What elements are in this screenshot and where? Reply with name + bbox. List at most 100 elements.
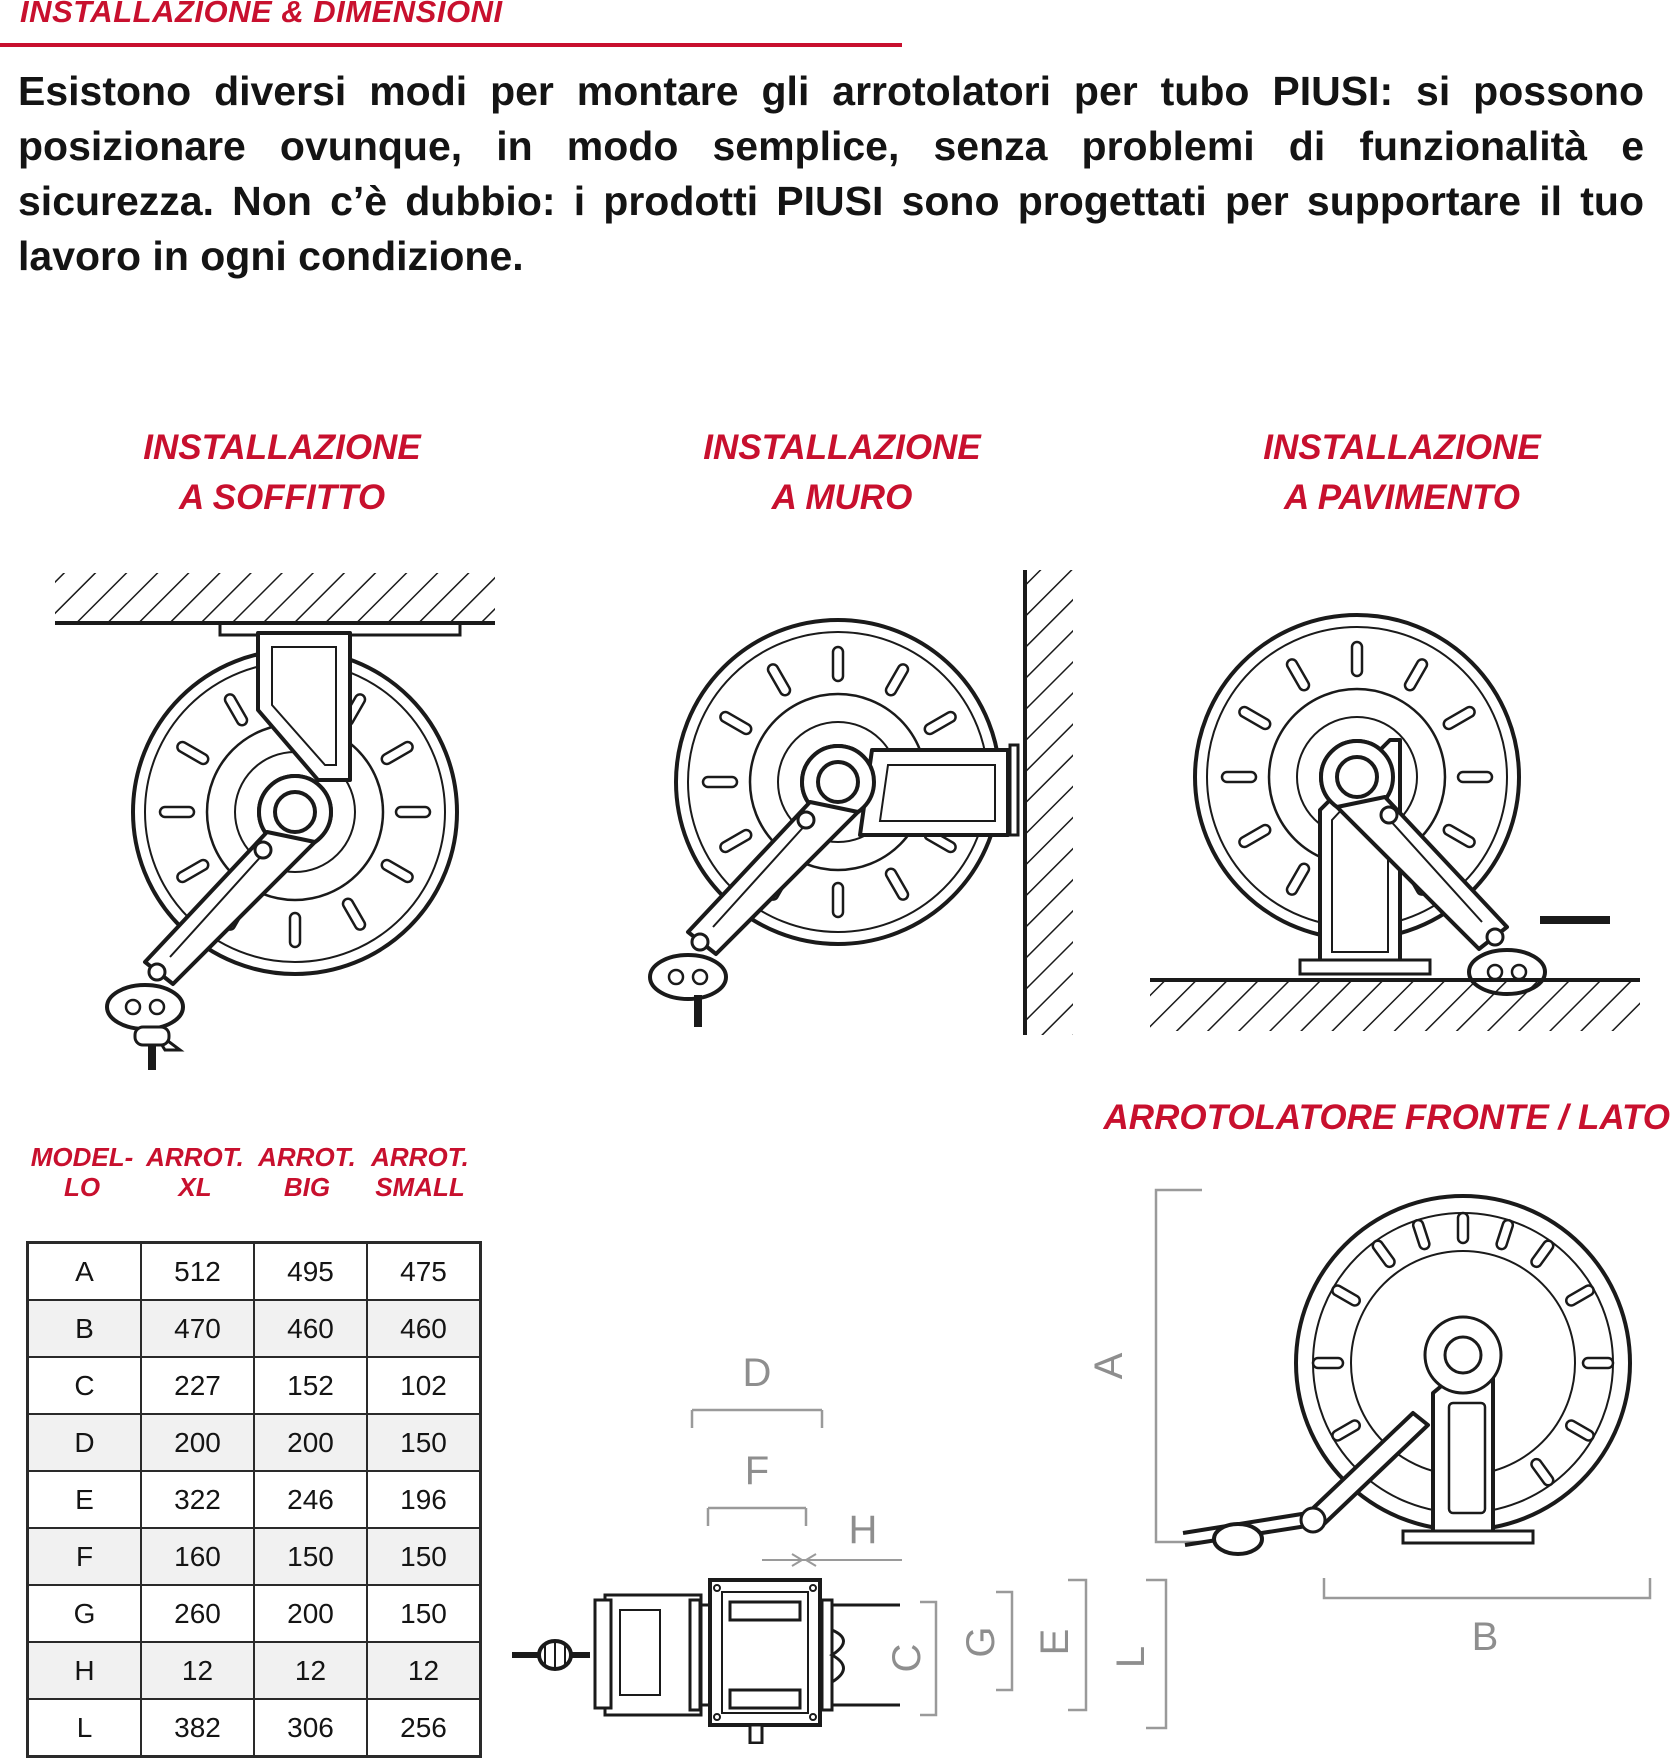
table-cell: E: [26, 1470, 142, 1529]
wall-bracket: [858, 748, 1010, 837]
table-cell: 260: [140, 1584, 255, 1643]
label-floor-installation: INSTALLAZIONE A PAVIMENTO: [1162, 423, 1642, 523]
dim-line-f: [706, 1506, 808, 1526]
table-cell: L: [26, 1698, 142, 1758]
label-ceiling-installation: INSTALLAZIONE A SOFFITTO: [42, 423, 522, 523]
col-header-xl: ARROT. XL: [139, 1142, 251, 1202]
table-cell: 227: [140, 1356, 255, 1415]
dim-line-b: [1322, 1578, 1652, 1600]
label-line1: INSTALLAZIONE: [1263, 428, 1541, 467]
table-cell: C: [26, 1356, 142, 1415]
side-view-dimension-drawing: D F H C G E L: [512, 1351, 1168, 1744]
dimensions-table: A 512 495 475 B 470 460 460 C 227 152 10…: [26, 1241, 482, 1758]
dim-line-a: [1154, 1188, 1202, 1544]
table-cell: 246: [253, 1470, 368, 1529]
table-row: C 227 152 102: [26, 1356, 482, 1415]
col-header-line2: XL: [178, 1172, 212, 1202]
dim-line-e: [1068, 1578, 1088, 1712]
table-cell: 12: [366, 1641, 482, 1700]
table-row: A 512 495 475: [26, 1241, 482, 1301]
table-cell: 200: [253, 1584, 368, 1643]
col-header-small: ARROT. SMALL: [364, 1142, 476, 1202]
ceiling-hatch: [55, 573, 495, 623]
col-header-line1: ARROT.: [258, 1142, 356, 1172]
table-cell: 470: [140, 1299, 255, 1358]
table-cell: 160: [140, 1527, 255, 1586]
table-cell: D: [26, 1413, 142, 1472]
front-view-dimension-drawing: A B: [1090, 1188, 1652, 1659]
table-cell: 200: [140, 1413, 255, 1472]
table-cell: 475: [366, 1241, 482, 1301]
table-cell: 200: [253, 1413, 368, 1472]
col-header-line2: BIG: [283, 1172, 331, 1202]
col-header-line2: LO: [63, 1172, 101, 1202]
table-cell: A: [26, 1241, 142, 1301]
dim-label-f: F: [745, 1449, 769, 1493]
ceiling-bracket: [256, 631, 352, 782]
col-header-big: ARROT. BIG: [251, 1142, 363, 1202]
dim-label-g: G: [959, 1626, 1003, 1657]
table-cell: 495: [253, 1241, 368, 1301]
table-cell: 12: [140, 1641, 255, 1700]
label-line2: A PAVIMENTO: [1284, 478, 1520, 517]
table-cell: 306: [253, 1698, 368, 1758]
dim-label-a: A: [1090, 1352, 1131, 1379]
dim-label-l: L: [1109, 1646, 1153, 1668]
ceiling-reel-drawing: [55, 573, 495, 1070]
title-rule: [0, 43, 902, 47]
floor-reel-drawing: [1150, 613, 1640, 1031]
table-row: E 322 246 196: [26, 1470, 482, 1529]
label-wall-installation: INSTALLAZIONE A MURO: [602, 423, 1082, 523]
col-header-model: MODEL- LO: [26, 1142, 138, 1202]
dim-label-b: B: [1472, 1615, 1499, 1659]
wall-reel-drawing: [648, 570, 1073, 1035]
intro-paragraph: Esistono diversi modi per montare gli ar…: [18, 68, 1644, 279]
col-header-line1: ARROT.: [371, 1142, 469, 1172]
table-cell: G: [26, 1584, 142, 1643]
floor-hatch: [1150, 981, 1640, 1031]
table-cell: 322: [140, 1470, 255, 1529]
table-row: D 200 200 150: [26, 1413, 482, 1472]
table-row: L 382 306 256: [26, 1698, 482, 1758]
wall-hatch: [1025, 570, 1073, 1035]
table-cell: 256: [366, 1698, 482, 1758]
table-cell: B: [26, 1299, 142, 1358]
table-cell: 150: [253, 1527, 368, 1586]
col-header-line1: ARROT.: [146, 1142, 244, 1172]
dim-line-c: [920, 1600, 938, 1717]
table-cell: 382: [140, 1698, 255, 1758]
dim-line-d: [690, 1408, 824, 1428]
section-title: INSTALLAZIONE & DIMENSIONI: [20, 0, 503, 29]
table-cell: 196: [366, 1470, 482, 1529]
label-line2: A SOFFITTO: [178, 478, 386, 517]
reel-front-view: [1182, 1194, 1632, 1556]
table-cell: 150: [366, 1413, 482, 1472]
label-line1: INSTALLAZIONE: [703, 428, 981, 467]
table-cell: 150: [366, 1527, 482, 1586]
table-cell: 512: [140, 1241, 255, 1301]
table-row: B 470 460 460: [26, 1299, 482, 1358]
table-cell: 152: [253, 1356, 368, 1415]
label-line2: A MURO: [771, 478, 913, 517]
table-cell: 102: [366, 1356, 482, 1415]
table-cell: H: [26, 1641, 142, 1700]
col-header-line1: MODEL-: [30, 1142, 134, 1172]
dim-line-g: [996, 1590, 1014, 1692]
dim-label-d: D: [743, 1351, 772, 1395]
front-side-title: ARROTOLATORE FRONTE / LATO: [1103, 1098, 1670, 1137]
dim-label-h: H: [849, 1508, 878, 1552]
dim-label-e: E: [1033, 1629, 1077, 1656]
table-cell: 460: [366, 1299, 482, 1358]
dim-line-l: [1146, 1578, 1168, 1730]
table-row: F 160 150 150: [26, 1527, 482, 1586]
table-cell: 460: [253, 1299, 368, 1358]
table-cell: 12: [253, 1641, 368, 1700]
col-header-line2: SMALL: [375, 1172, 465, 1202]
table-row: G 260 200 150: [26, 1584, 482, 1643]
reel-side-view: [512, 1578, 900, 1744]
table-row: H 12 12 12: [26, 1641, 482, 1700]
table-cell: 150: [366, 1584, 482, 1643]
table-cell: F: [26, 1527, 142, 1586]
dim-label-c: C: [885, 1644, 929, 1673]
label-line1: INSTALLAZIONE: [143, 428, 421, 467]
